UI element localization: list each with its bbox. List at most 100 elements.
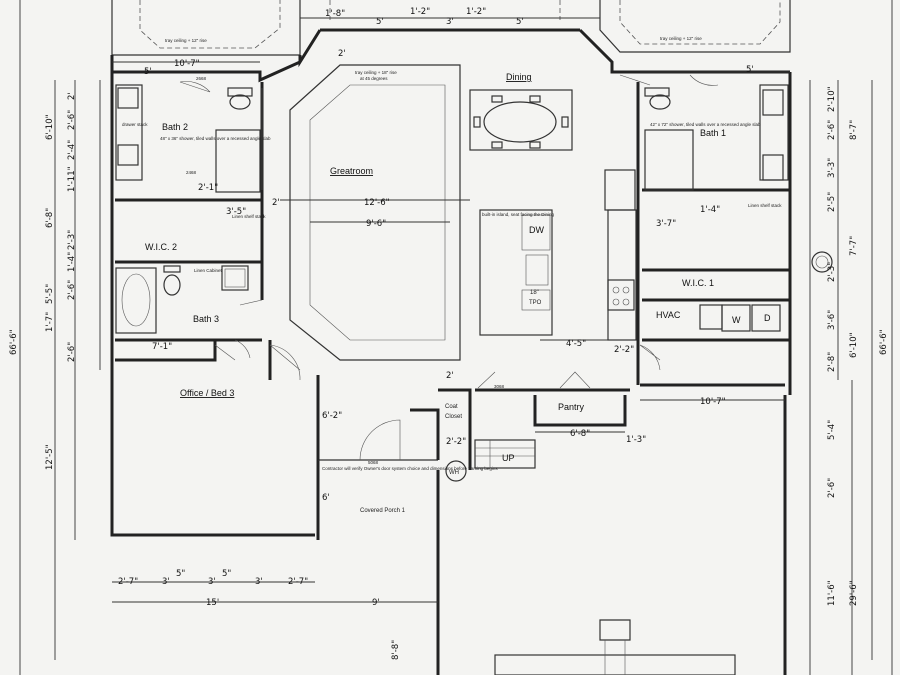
room-label-bath3: Bath 3 — [193, 314, 219, 324]
dim-b-2-7b: 2'-7" — [288, 577, 308, 587]
dim-top-1-8: 1'-8" — [325, 9, 345, 19]
dim-l-2: 2' — [67, 92, 77, 100]
dim-r-2-5: 2'-5" — [827, 192, 837, 212]
kitchen-island — [479, 209, 635, 341]
note-linen-right: Linen shelf stack — [748, 203, 782, 208]
room-label-w: W — [732, 315, 741, 325]
note-door-2668: 2668 — [196, 76, 207, 81]
dim-r-66-6: 66'-6" — [879, 329, 889, 355]
dim-r-7-7: 7'-7" — [849, 236, 859, 256]
note-tray-right: tray ceiling + 12" rise — [660, 36, 702, 41]
dim-r-11-6: 11'-6" — [827, 580, 837, 606]
dim-b-8-8: 8'-8" — [391, 640, 401, 660]
door-swings — [179, 74, 719, 461]
room-label-dw: DW — [529, 225, 544, 235]
bath3-fixtures — [115, 265, 249, 334]
top-patios — [111, 0, 791, 56]
room-label-bath1: Bath 1 — [700, 128, 726, 138]
dim-k-4-5: 4'-5" — [566, 339, 586, 349]
dim-r-2-6b: 2'-6" — [827, 478, 837, 498]
stairs — [474, 439, 536, 469]
dim-l-66-6: 66'-6" — [9, 329, 19, 355]
dim-top-2: 2' — [338, 49, 346, 59]
room-label-coat-2: Closet — [445, 414, 462, 420]
dim-b-5b: 5" — [222, 569, 231, 579]
dim-gr-9-6: 9'-6" — [366, 219, 386, 229]
note-tray-left: tray ceiling + 12" rise — [165, 38, 207, 43]
room-label-tpo: TPO — [529, 300, 542, 306]
note-shower-left: 48" x 36" shower, tiled walls over a rec… — [160, 136, 271, 141]
dim-l-6-8: 6'-8" — [45, 208, 55, 228]
note-linen-cabinet: Linen Cabinet — [194, 268, 223, 273]
dim-top-3: 3' — [446, 17, 454, 27]
note-shower-right: 42" x 72" shower, tiled walls over a rec… — [650, 122, 761, 127]
exterior-walls — [110, 28, 792, 675]
dim-l-6-10: 6'-10" — [45, 114, 55, 140]
dim-r-2-10: 2'-10" — [827, 86, 837, 112]
dim-b-5a: 5" — [176, 569, 185, 579]
note-door-2468: 2468 — [186, 170, 197, 175]
room-label-up: UP — [502, 453, 515, 463]
dim-p-10-7: 10'-7" — [700, 397, 726, 407]
dim-r-2-6a: 2'-6" — [827, 120, 837, 140]
dim-l-2-6b: 2'-6" — [67, 280, 77, 300]
room-label-d: D — [764, 313, 771, 323]
dim-l-2-3: 2'-3" — [67, 230, 77, 250]
note-door-3068: 3068 — [494, 384, 505, 389]
dim-b1-3-7: 3'-7" — [656, 219, 676, 229]
dim-top-5b: 5' — [516, 17, 524, 27]
dim-p-6: 6' — [322, 493, 330, 503]
dim-b2-3-5: 3'-5" — [226, 207, 246, 217]
note-tray-center-1: tray ceiling + 18" rise — [355, 70, 397, 75]
note-drawer-stack: drawer stack — [122, 122, 148, 127]
dim-l-2-6a: 2'-6" — [67, 110, 77, 130]
dim-top-1-2b: 1'-2" — [466, 7, 486, 17]
dim-top-5a: 5' — [376, 17, 384, 27]
water-heater-symbol — [445, 460, 467, 482]
room-label-coat-1: Coat — [445, 404, 458, 410]
room-label-porch: Covered Porch 1 — [360, 508, 406, 514]
dim-p-6-2: 6'-2" — [322, 411, 342, 421]
dim-r-2-3: 2'-3" — [827, 262, 837, 282]
kitchen-counter — [604, 169, 637, 341]
dim-k-2-2: 2'-2" — [614, 345, 634, 355]
room-label-pantry: Pantry — [558, 402, 585, 412]
note-tray-center-2: at 45 degrees — [360, 76, 388, 81]
dim-r-6-10: 6'-10" — [849, 332, 859, 358]
dining-table — [469, 89, 573, 151]
room-label-greatroom: Greatroom — [330, 166, 373, 176]
dim-b2-2-1: 2'-1" — [198, 183, 218, 193]
dim-r-3-6: 3'-6" — [827, 310, 837, 330]
dim-p-2-2: 2'-2" — [446, 437, 466, 447]
room-label-wic1: W.I.C. 1 — [682, 278, 714, 288]
bath1-fixtures — [644, 84, 789, 191]
note-door-5068: 5068 — [368, 460, 379, 465]
dim-l-12-5: 12'-5" — [45, 444, 55, 470]
dim-r-29-6: 29'-6" — [849, 580, 859, 606]
room-label-18: 18" — [530, 290, 539, 296]
dim-r-8-7: 8'-7" — [849, 120, 859, 140]
note-linen-left: Linen shelf stack — [232, 214, 266, 219]
dim-top-5-right: 5' — [746, 65, 754, 75]
dim-k-2: 2' — [446, 371, 454, 381]
dim-gr-2: 2' — [272, 198, 280, 208]
laundry-appliances — [699, 251, 833, 332]
room-label-office: Office / Bed 3 — [180, 388, 234, 398]
dim-top-5-left: 5' — [144, 67, 152, 77]
dim-b-3b: 3' — [208, 577, 216, 587]
room-label-hvac: HVAC — [656, 310, 681, 320]
dim-top-10-7: 10'-7" — [174, 59, 200, 69]
dim-b-15: 15' — [206, 598, 219, 608]
greatroom-tray — [280, 64, 470, 361]
dim-l-5-5: 5'-5" — [45, 284, 55, 304]
garage — [494, 619, 736, 675]
dim-r-2-8: 2'-8" — [827, 352, 837, 372]
dim-l-1-4: 1'-4" — [67, 252, 77, 272]
dim-l-2-4: 2'-4" — [67, 140, 77, 160]
dim-p-1-3: 1'-3" — [626, 435, 646, 445]
note-island: built-in island, seat facing the Dining — [482, 212, 555, 217]
dim-b1-1-4: 1'-4" — [700, 205, 720, 215]
note-contractor: Contractor will verify Owner's door syst… — [322, 466, 498, 471]
